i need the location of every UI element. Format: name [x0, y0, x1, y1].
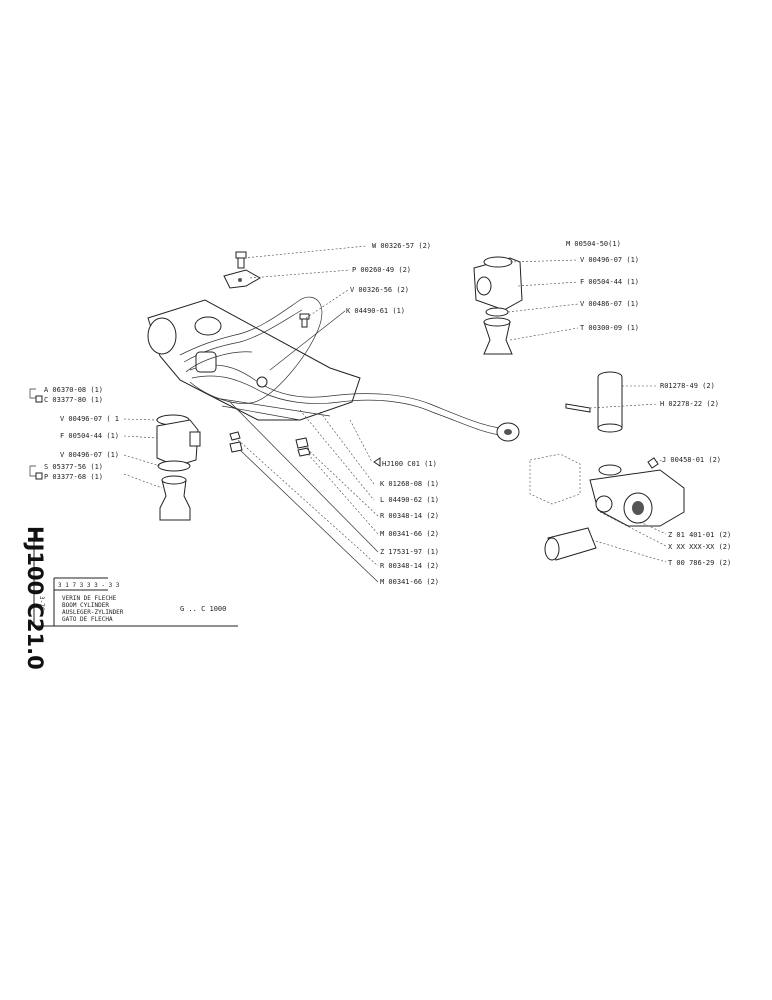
label-m00341-b: M 00341-66 (2) — [380, 578, 439, 586]
label-m00504: M 00504-50(1) — [566, 240, 621, 248]
end-bracket-left-part — [156, 414, 201, 521]
plate-p00260-part — [223, 269, 262, 289]
label-h02278: H 02278-22 (2) — [660, 400, 719, 408]
label-r00348-a: R 00348-14 (2) — [380, 512, 439, 520]
arrow-hj100 — [373, 457, 381, 467]
label-w00326: W 00326-57 (2) — [372, 242, 431, 250]
label-z17531: Z 17531-97 (1) — [380, 548, 439, 556]
title-fr: VERIN DE FLECHE — [62, 595, 117, 602]
label-x-unknown: X XX XXX-XX (2) — [668, 543, 731, 551]
title-de: AUSLEGER-ZYLINDER — [62, 609, 124, 616]
screw-v00326-part — [299, 313, 310, 328]
end-bracket-top-part — [473, 256, 523, 355]
drawing-subcode: 3-76 — [38, 596, 45, 611]
model-number: G .. C 1000 — [180, 605, 226, 613]
label-v00496-left2: V 00496-07 (1) — [60, 451, 119, 459]
label-t00786: T 00 786-29 (2) — [668, 559, 731, 567]
label-p00260: P 00260-49 (2) — [352, 266, 411, 274]
label-l04490: L 04490-62 (1) — [380, 496, 439, 504]
label-v00486: V 00486-07 (1) — [580, 300, 639, 308]
label-m00341-a: M 00341-66 (2) — [380, 530, 439, 538]
label-t00300: T 00300-09 (1) — [580, 324, 639, 332]
label-f00504-left: F 00504-44 (1) — [60, 432, 119, 440]
label-z01401: Z 01 401-01 (2) — [668, 531, 731, 539]
label-p03377: P 03377-68 (1) — [44, 473, 103, 481]
title-es: GATO DE FLECHA — [62, 616, 113, 623]
label-s05377: S 05377-56 (1) — [44, 463, 103, 471]
label-j00458: J 00458-01 (2) — [662, 456, 721, 464]
label-v00496-left: V 00496-07 ( 1 — [60, 415, 119, 423]
label-f00504-top: F 00504-44 (1) — [580, 278, 639, 286]
label-v00326: V 00326-56 (2) — [350, 286, 409, 294]
bolt-w00326-part — [235, 251, 247, 269]
label-r01278: R01278-49 (2) — [660, 382, 715, 390]
small-ref: 3 1 7 3 3 3 - 3 3 — [58, 582, 120, 589]
nut-parts — [229, 431, 311, 457]
marker-box-p — [35, 472, 43, 480]
marker-box-c — [35, 395, 43, 403]
clevis-z01401-part — [529, 453, 685, 527]
pin-r01278-part — [565, 371, 623, 433]
label-k01268: K 01268-08 (1) — [380, 480, 439, 488]
label-k04490: K 04490-61 (1) — [346, 307, 405, 315]
title-en: BOOM CYLINDER — [62, 602, 109, 609]
drawing-code: HJ100 C21.0 — [23, 526, 47, 670]
part-labels: W 00326-57 (2) P 00260-49 (2) V 00326-56… — [35, 240, 731, 586]
leader-lines — [29, 245, 667, 583]
label-c03377: C 03377-80 (1) — [44, 396, 103, 404]
label-r00348-b: R 00348-14 (2) — [380, 562, 439, 570]
title-block: HJ100 C21.0 3-76 3 1 7 3 3 3 - 3 3 VERIN… — [23, 526, 238, 670]
label-v00496-top: V 00496-07 (1) — [580, 256, 639, 264]
boom-cylinder-assembly — [147, 296, 520, 442]
sleeve-t00786-part — [544, 527, 597, 561]
label-a06370: A 06370-08 (1) — [44, 386, 103, 394]
label-hj100: HJ100 C01 (1) — [382, 460, 437, 468]
